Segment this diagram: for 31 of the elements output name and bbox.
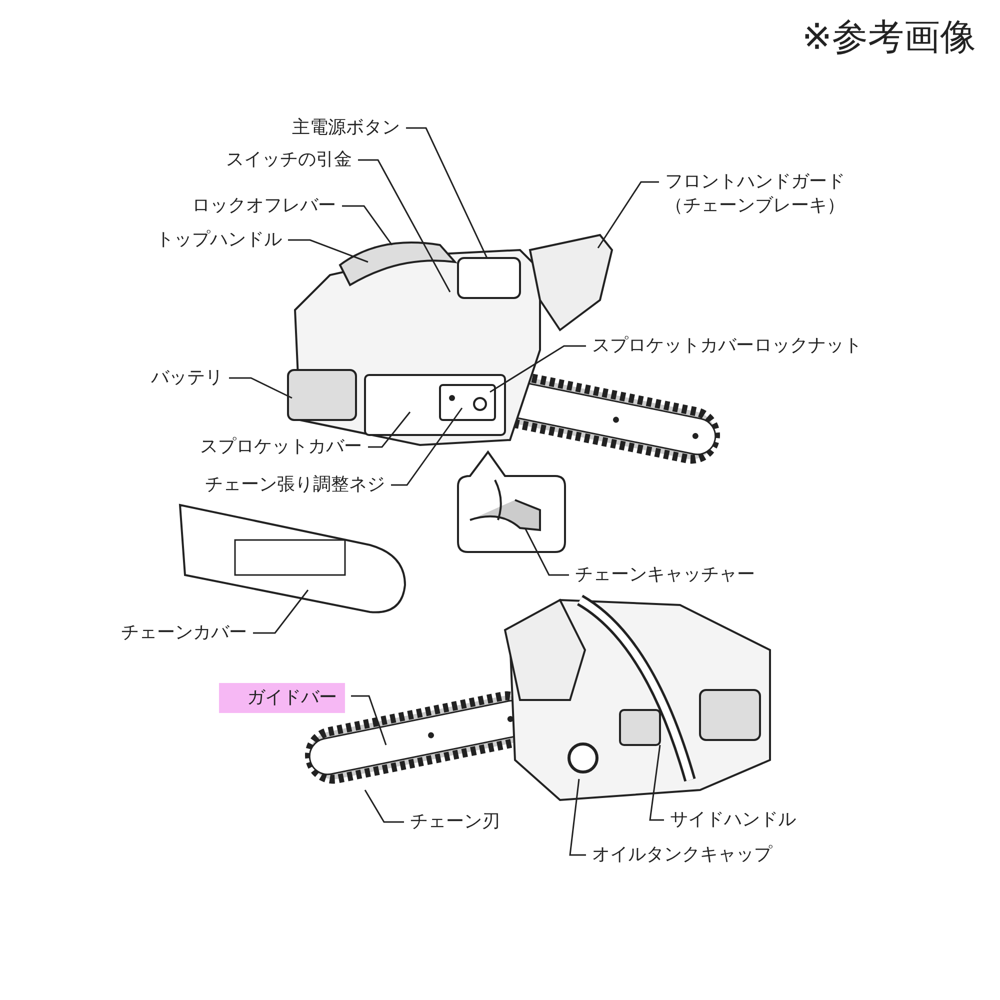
part-label: スプロケットカバーロックナット — [592, 334, 862, 358]
leader-line — [358, 159, 451, 292]
leader-line — [569, 778, 586, 856]
leader-line — [649, 744, 664, 821]
highlighted-part-label: ガイドバー — [219, 683, 345, 713]
note-text: ※参考画像 — [802, 16, 976, 60]
part-label: チェーンキャッチャー — [575, 563, 755, 587]
part-label: スイッチの引金 — [226, 148, 352, 172]
part-label: サイドハンドル — [670, 808, 796, 832]
leader-line — [490, 345, 586, 393]
leader-line — [342, 205, 393, 246]
leader-line — [391, 408, 463, 486]
leader-line — [524, 528, 569, 576]
part-label: チェーンカバー — [121, 621, 247, 645]
leader-line — [229, 377, 292, 399]
part-label: 主電源ボタン — [292, 116, 400, 140]
leader-line — [351, 695, 387, 746]
part-label: トップハンドル — [156, 228, 282, 252]
leader-line — [597, 181, 659, 248]
leader-line — [368, 412, 411, 448]
leader-line — [253, 590, 309, 634]
leader-line — [406, 127, 488, 258]
part-label: チェーン張り調整ネジ — [205, 473, 385, 497]
leader-line — [364, 790, 404, 823]
part-label: ロックオフレバー — [192, 194, 336, 218]
part-label: スプロケットカバー — [200, 435, 362, 459]
part-label: オイルタンクキャップ — [592, 843, 772, 867]
part-label: チェーン刃 — [410, 810, 500, 834]
part-label: フロントハンドガード（チェーンブレーキ） — [665, 170, 851, 218]
leader-line — [288, 239, 368, 263]
part-label: バッテリ — [151, 366, 223, 390]
